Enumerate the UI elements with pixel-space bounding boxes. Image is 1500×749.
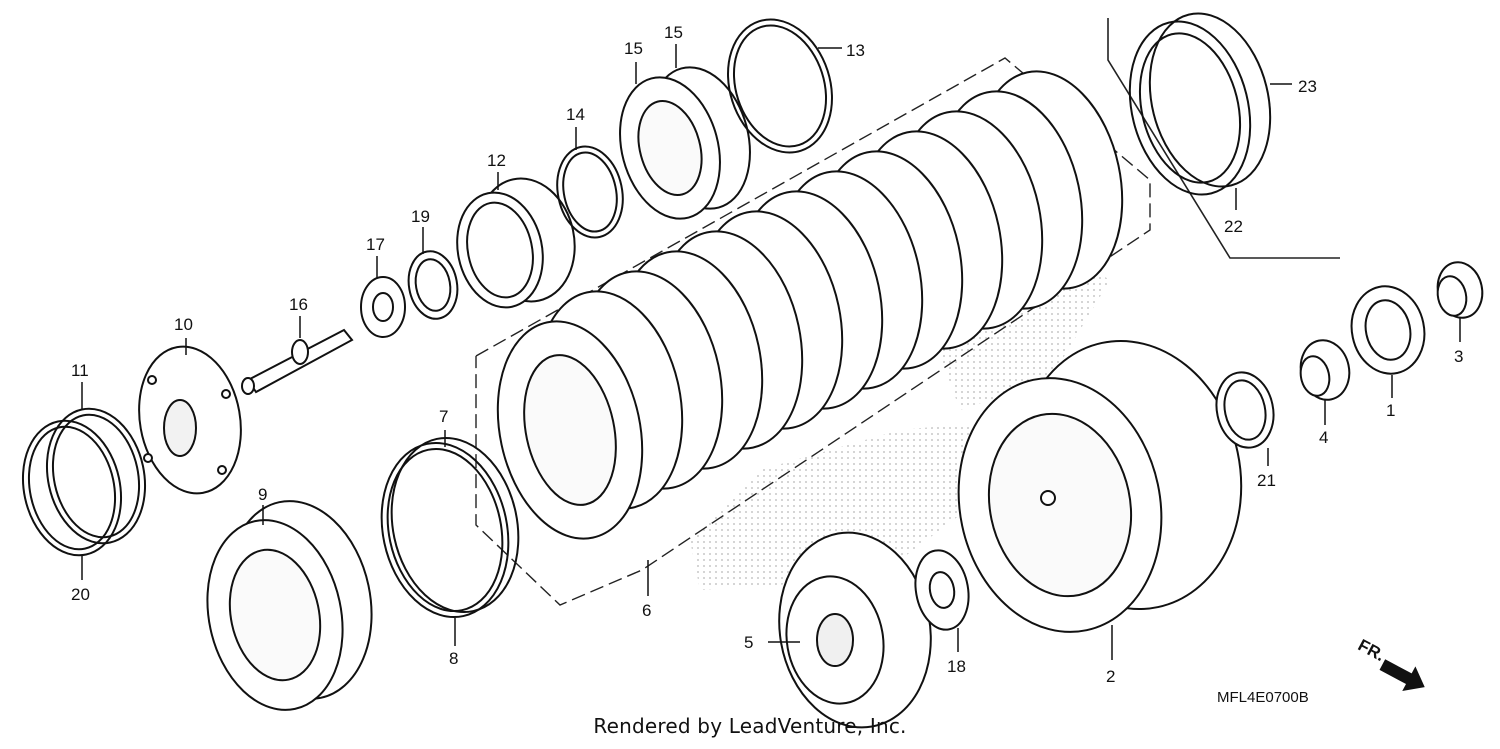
callout-18: 18 bbox=[947, 657, 966, 676]
ring-22-23 bbox=[1128, 12, 1272, 196]
bracket-22-23 bbox=[1107, 18, 1340, 259]
pressure-plate-10 bbox=[138, 345, 242, 495]
callout-14: 14 bbox=[566, 105, 585, 124]
washer-19 bbox=[407, 250, 459, 320]
callout-23: 23 bbox=[1298, 77, 1317, 96]
callout-15a: 15 bbox=[624, 39, 643, 58]
diagram-code: MFL4E0700B bbox=[1217, 689, 1309, 706]
leader-lines bbox=[81, 44, 1461, 660]
bushing-3 bbox=[1436, 261, 1484, 319]
ring-13 bbox=[727, 18, 833, 154]
footer-credit: Rendered by LeadVenture, Inc. bbox=[593, 714, 907, 738]
callout-2: 2 bbox=[1106, 667, 1115, 686]
ring-7-8 bbox=[380, 436, 520, 619]
collar-4 bbox=[1299, 339, 1351, 401]
lifter-rod-16 bbox=[241, 328, 354, 395]
washer-18 bbox=[914, 549, 970, 631]
collar-12 bbox=[456, 177, 576, 309]
callout-12: 12 bbox=[487, 151, 506, 170]
callout-8: 8 bbox=[449, 649, 458, 668]
callout-21: 21 bbox=[1257, 471, 1276, 490]
callout-labels: 1 2 3 4 5 6 7 8 9 10 11 12 13 14 15 15 1… bbox=[71, 23, 1463, 686]
callout-10: 10 bbox=[174, 315, 193, 334]
callout-15b: 15 bbox=[664, 23, 683, 42]
front-direction-indicator: FR. bbox=[1355, 636, 1425, 692]
clutch-plates-group-outline bbox=[475, 57, 1151, 606]
callout-3: 3 bbox=[1454, 347, 1463, 366]
front-direction-label: FR. bbox=[1355, 636, 1388, 666]
clutch-hub-5 bbox=[778, 531, 932, 729]
callout-17: 17 bbox=[366, 235, 385, 254]
sprocket-1 bbox=[1350, 285, 1426, 375]
callout-1: 1 bbox=[1386, 401, 1395, 420]
front-arrow-icon bbox=[1379, 659, 1425, 692]
callout-16: 16 bbox=[289, 295, 308, 314]
callout-9: 9 bbox=[258, 485, 267, 504]
callout-5: 5 bbox=[744, 633, 753, 652]
ring-14 bbox=[556, 145, 624, 239]
lifter-piece-17 bbox=[360, 276, 406, 338]
callout-7: 7 bbox=[439, 407, 448, 426]
callout-20: 20 bbox=[71, 585, 90, 604]
callout-11: 11 bbox=[71, 361, 89, 380]
clutch-plate-stack-6 bbox=[496, 70, 1124, 540]
callout-4: 4 bbox=[1319, 428, 1328, 447]
callout-6: 6 bbox=[642, 601, 651, 620]
needle-bearing-21 bbox=[1215, 371, 1275, 449]
snap-ring-20 bbox=[21, 407, 147, 557]
callout-13: 13 bbox=[846, 41, 865, 60]
clutch-outer-2 bbox=[957, 339, 1243, 633]
callout-22: 22 bbox=[1224, 217, 1243, 236]
clutch-center-9 bbox=[206, 500, 373, 711]
callout-19: 19 bbox=[411, 207, 430, 226]
judder-plate-15 bbox=[619, 66, 751, 220]
